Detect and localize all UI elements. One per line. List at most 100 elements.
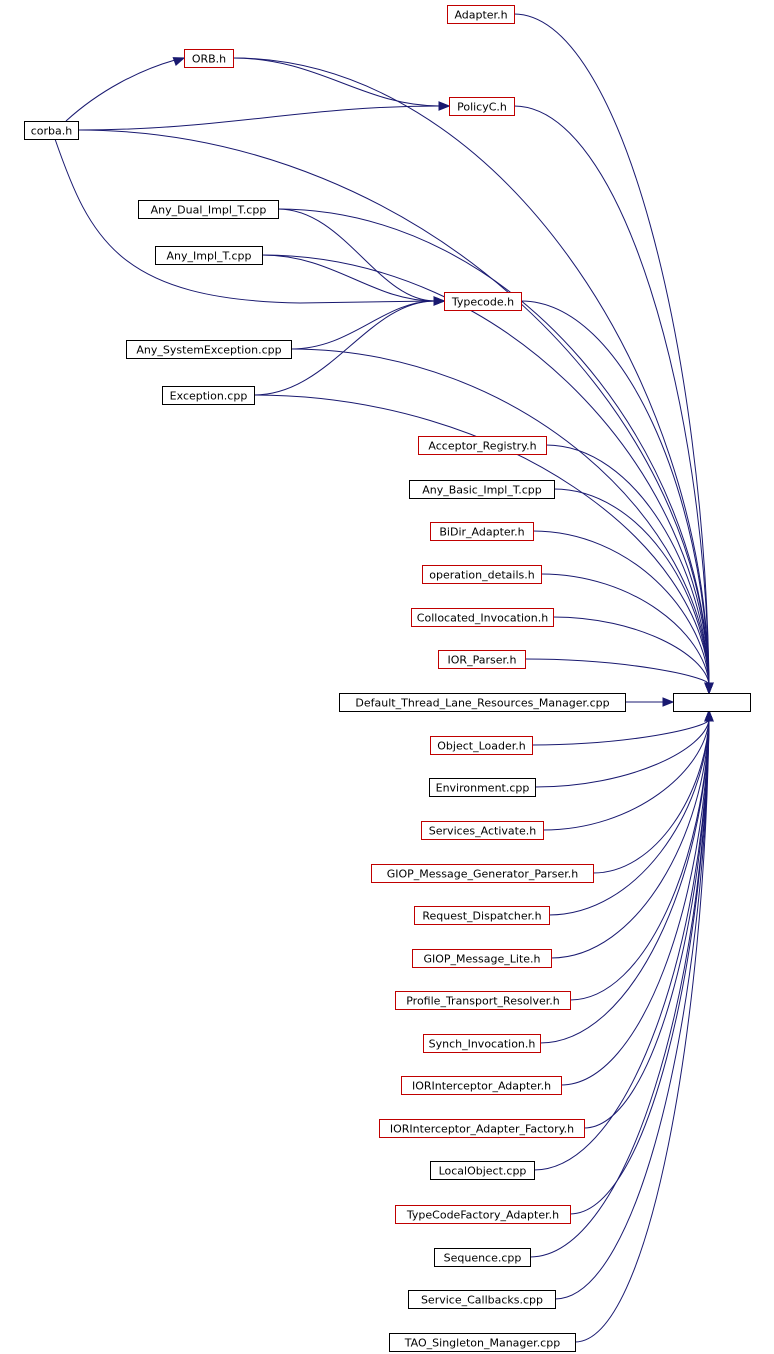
- node-box: [138, 200, 279, 219]
- node-label: Exception.h: [680, 697, 745, 710]
- node-operation-details[interactable]: operation_details.h: [422, 565, 542, 584]
- node-localobject-cpp: LocalObject.cpp: [430, 1161, 535, 1180]
- node-box[interactable]: [395, 991, 571, 1010]
- edge-orb_h-to-policyc_h: [232, 57, 451, 111]
- node-box[interactable]: [430, 522, 534, 541]
- node-box[interactable]: [371, 864, 594, 883]
- node-box[interactable]: [401, 1076, 562, 1095]
- node-box[interactable]: [449, 97, 515, 116]
- node-box[interactable]: [444, 292, 522, 311]
- node-box[interactable]: [414, 906, 550, 925]
- node-box: [155, 246, 263, 265]
- node-label: Any_SystemException.cpp: [136, 344, 281, 357]
- node-typecodefactory-adapter[interactable]: TypeCodeFactory_Adapter.h: [395, 1205, 571, 1224]
- node-box: [430, 1161, 535, 1180]
- edge-line: [540, 573, 710, 685]
- node-acceptor-registry[interactable]: Acceptor_Registry.h: [418, 436, 547, 455]
- node-box: [389, 1333, 576, 1352]
- node-corba-h: corba.h: [24, 121, 79, 140]
- node-object-loader[interactable]: Object_Loader.h: [430, 736, 533, 755]
- node-box[interactable]: [184, 49, 234, 68]
- node-environment-cpp: Environment.cpp: [429, 778, 536, 797]
- node-ior-parser[interactable]: IOR_Parser.h: [438, 650, 526, 669]
- node-box[interactable]: [379, 1119, 585, 1138]
- edge-line: [569, 719, 710, 1001]
- edge-giop_generator-to-exception_h: [592, 709, 714, 874]
- edge-corba_h-to-orb_h: [65, 57, 186, 122]
- node-box[interactable]: [447, 5, 515, 24]
- node-any-dual: Any_Dual_Impl_T.cpp: [138, 200, 279, 219]
- edge-any_sysexc-to-exception_h: [290, 348, 714, 695]
- node-giop-generator[interactable]: GIOP_Message_Generator_Parser.h: [371, 864, 594, 883]
- edge-line: [550, 719, 710, 959]
- edge-line: [531, 719, 710, 746]
- node-iorinterceptor-factory[interactable]: IORInterceptor_Adapter_Factory.h: [379, 1119, 585, 1138]
- node-label: Request_Dispatcher.h: [422, 910, 541, 923]
- edge-line: [277, 208, 436, 302]
- edge-line: [232, 57, 710, 685]
- node-box[interactable]: [430, 736, 533, 755]
- node-box: [434, 1248, 531, 1267]
- node-iorinterceptor-adapter[interactable]: IORInterceptor_Adapter.h: [401, 1076, 562, 1095]
- edge-line: [277, 208, 710, 685]
- edge-line: [545, 444, 710, 685]
- node-policyc-h[interactable]: PolicyC.h: [449, 97, 515, 116]
- edge-line: [553, 488, 710, 685]
- node-label: Typecode.h: [451, 296, 514, 309]
- edge-line: [542, 719, 710, 831]
- node-box[interactable]: [418, 436, 547, 455]
- edge-line: [529, 719, 710, 1258]
- node-box: [126, 340, 292, 359]
- node-giop-lite[interactable]: GIOP_Message_Lite.h: [412, 949, 552, 968]
- node-request-dispatcher[interactable]: Request_Dispatcher.h: [414, 906, 550, 925]
- node-box[interactable]: [412, 949, 552, 968]
- edge-line: [77, 105, 441, 131]
- node-label: Collocated_Invocation.h: [417, 612, 548, 625]
- edge-line: [232, 57, 441, 107]
- edge-line: [524, 658, 710, 685]
- node-label: Default_Thread_Lane_Resources_Manager.cp…: [355, 697, 609, 710]
- edge-exception_cpp-to-typecode_h: [253, 296, 446, 396]
- edge-line: [574, 719, 710, 1343]
- node-label: Acceptor_Registry.h: [428, 440, 536, 453]
- edge-line: [533, 719, 710, 1171]
- node-synch-invocation[interactable]: Synch_Invocation.h: [423, 1034, 541, 1053]
- node-label: Service_Callbacks.cpp: [421, 1294, 543, 1307]
- node-collocated-invocation[interactable]: Collocated_Invocation.h: [411, 608, 554, 627]
- edge-line: [539, 719, 710, 1044]
- node-bidir-adapter[interactable]: BiDir_Adapter.h: [430, 522, 534, 541]
- arrowhead-icon: [438, 101, 451, 111]
- edge-corba_h-to-policyc_h: [77, 101, 451, 131]
- node-box[interactable]: [395, 1205, 571, 1224]
- edge-any_sysexc-to-typecode_h: [290, 296, 446, 350]
- edge-line: [554, 719, 710, 1300]
- edge-line: [261, 254, 710, 685]
- edge-line: [513, 13, 710, 685]
- node-orb-h[interactable]: ORB.h: [184, 49, 234, 68]
- node-box[interactable]: [421, 821, 544, 840]
- node-label: Profile_Transport_Resolver.h: [406, 995, 560, 1008]
- node-default-thread: Default_Thread_Lane_Resources_Manager.cp…: [339, 693, 626, 712]
- edge-line: [77, 129, 710, 685]
- edge-line: [560, 719, 710, 1086]
- arrowhead-icon: [433, 296, 446, 306]
- node-box[interactable]: [423, 1034, 541, 1053]
- node-adapter-h[interactable]: Adapter.h: [447, 5, 515, 24]
- node-box[interactable]: [411, 608, 554, 627]
- edge-policyc_h-to-exception_h: [513, 105, 714, 695]
- node-box[interactable]: [438, 650, 526, 669]
- edge-line: [569, 719, 710, 1215]
- node-typecode-h[interactable]: Typecode.h: [444, 292, 522, 311]
- node-services-activate[interactable]: Services_Activate.h: [421, 821, 544, 840]
- node-label: corba.h: [31, 125, 73, 138]
- node-box: [409, 480, 555, 499]
- node-label: IOR_Parser.h: [448, 654, 517, 667]
- node-label: TAO_Singleton_Manager.cpp: [404, 1337, 560, 1350]
- node-box[interactable]: [422, 565, 542, 584]
- node-label: Object_Loader.h: [437, 740, 525, 753]
- node-profile-transport[interactable]: Profile_Transport_Resolver.h: [395, 991, 571, 1010]
- edge-bidir_adapter-to-exception_h: [532, 530, 714, 695]
- edge-line: [534, 719, 710, 788]
- edge-iorinterceptor_adapter-to-exception_h: [560, 709, 714, 1086]
- edge-localobject_cpp-to-exception_h: [533, 709, 714, 1171]
